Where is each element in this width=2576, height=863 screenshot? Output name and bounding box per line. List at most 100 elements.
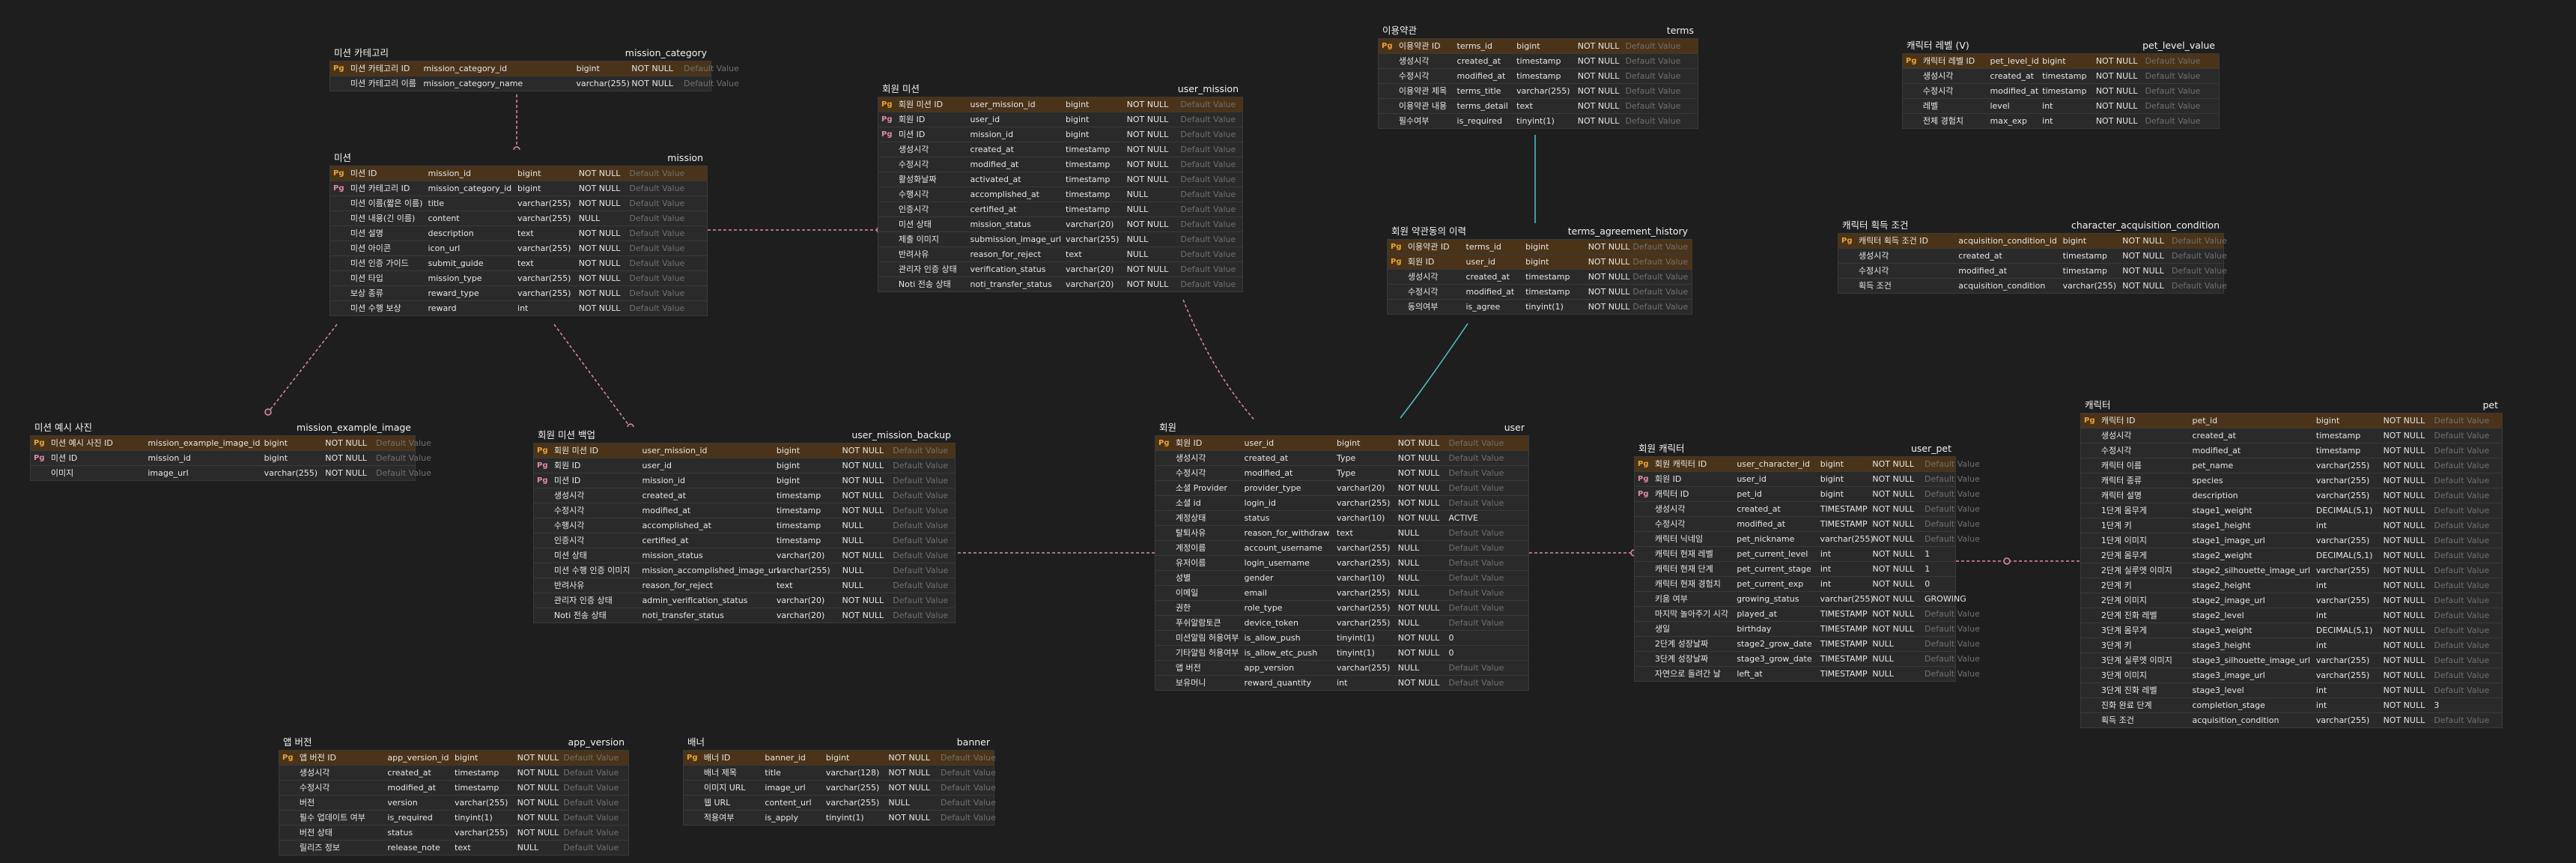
table-row[interactable]: 3단계 이미지stage3_image_urlvarchar(255)NOT N… <box>2081 668 2502 683</box>
table-row[interactable]: 미션 인증 가이드submit_guidetextNOT NULLDefault… <box>330 256 707 271</box>
table-row[interactable]: Pg미션 예시 사진 IDmission_example_image_idbig… <box>31 436 431 451</box>
table-row[interactable]: Pg회원 IDuser_idbigintNOT NULLDefault Valu… <box>1388 255 1692 270</box>
table-mission[interactable]: 미션missionPg미션 IDmission_idbigintNOT NULL… <box>329 150 708 316</box>
table-row[interactable]: 자연으로 돌려간 날left_atTIMESTAMPNULLDefault Va… <box>1635 667 1980 681</box>
table-row[interactable]: 권한role_typevarchar(255)NOT NULLDefault V… <box>1155 601 1528 616</box>
table-row[interactable]: 유저이름login_usernamevarchar(255)NULLDefaul… <box>1155 556 1528 571</box>
table-row[interactable]: Noti 전송 상태noti_transfer_statusvarchar(20… <box>878 277 1242 291</box>
table-row[interactable]: Pg앱 버전 IDapp_version_idbigintNOT NULLDef… <box>279 751 628 766</box>
table-row[interactable]: 이미지 URLimage_urlvarchar(255)NOT NULLDefa… <box>684 781 996 796</box>
table-row[interactable]: 미션 수행 인증 이미지mission_accomplished_image_u… <box>534 563 955 578</box>
table-row[interactable]: 수정시각modified_atTIMESTAMPNOT NULLDefault … <box>1635 517 1980 532</box>
table-row[interactable]: 보상 종류reward_typevarchar(255)NOT NULLDefa… <box>330 286 707 301</box>
table-row[interactable]: 릴리즈 정보release_notetextNULLDefault Value <box>279 841 628 855</box>
table-pet-level-value[interactable]: 캐릭터 레벨 (V)pet_level_valuePg캐릭터 레벨 IDpet_… <box>1902 37 2220 129</box>
table-row[interactable]: Pg미션 IDmission_idbigintNOT NULLDefault V… <box>878 127 1242 142</box>
table-row[interactable]: Pg캐릭터 IDpet_idbigintNOT NULLDefault Valu… <box>1635 487 1980 502</box>
table-row[interactable]: Pg캐릭터 획득 조건 IDacquisition_condition_idbi… <box>1838 234 2227 249</box>
table-row[interactable]: 미션 아이콘icon_urlvarchar(255)NOT NULLDefaul… <box>330 241 707 256</box>
table-row[interactable]: 버전versionvarchar(255)NOT NULLDefault Val… <box>279 796 628 811</box>
table-row[interactable]: 수정시각modified_attimestampNOT NULLDefault … <box>2081 443 2502 458</box>
table-row[interactable]: 수행시각accomplished_attimestampNULLDefault … <box>878 187 1242 202</box>
table-row[interactable]: 캐릭터 종류speciesvarchar(255)NOT NULLDefault… <box>2081 473 2502 488</box>
table-row[interactable]: 미션 상태mission_statusvarchar(20)NOT NULLDe… <box>534 548 955 563</box>
table-row[interactable]: Pg이용약관 IDterms_idbigintNOT NULLDefault V… <box>1379 39 1698 54</box>
table-row[interactable]: Pg미션 IDmission_idbigintNOT NULLDefault V… <box>534 473 955 488</box>
table-row[interactable]: 수행시각accomplished_attimestampNULLDefault … <box>534 518 955 533</box>
table-row[interactable]: 2단계 이미지stage2_image_urlvarchar(255)NOT N… <box>2081 593 2502 608</box>
table-row[interactable]: 미션 상태mission_statusvarchar(20)NOT NULLDe… <box>878 217 1242 232</box>
table-row[interactable]: 계정이름account_usernamevarchar(255)NULLDefa… <box>1155 541 1528 556</box>
table-row[interactable]: 생일birthdayTIMESTAMPNOT NULLDefault Value <box>1635 622 1980 637</box>
table-row[interactable]: 3단계 실루엣 이미지stage3_silhouette_image_urlva… <box>2081 653 2502 668</box>
table-row[interactable]: Pg회원 캐릭터 IDuser_character_idbigintNOT NU… <box>1635 457 1980 472</box>
table-row[interactable]: 푸쉬알람토큰device_tokenvarchar(255)NULLDefaul… <box>1155 616 1528 631</box>
table-pet[interactable]: 캐릭터petPg캐릭터 IDpet_idbigintNOT NULLDefaul… <box>2080 397 2503 728</box>
table-mission-category[interactable]: 미션 카테고리mission_categoryPg미션 카테고리 IDmissi… <box>329 45 739 91</box>
table-row[interactable]: 버전 상태statusvarchar(255)NOT NULLDefault V… <box>279 826 628 841</box>
table-row[interactable]: 3단계 몸무게stage3_weightDECIMAL(5,1)NOT NULL… <box>2081 623 2502 638</box>
table-row[interactable]: 생성시각created_attimestampNOT NULLDefault V… <box>1388 270 1692 285</box>
table-row[interactable]: Pg회원 IDuser_idbigintNOT NULLDefault Valu… <box>534 458 955 473</box>
table-row[interactable]: 2단계 진화 레벨stage2_levelintNOT NULLDefault … <box>2081 608 2502 623</box>
table-row[interactable]: 마지막 놀아주기 시각played_atTIMESTAMPNOT NULLDef… <box>1635 607 1980 622</box>
table-mission-example-image[interactable]: 미션 예시 사진mission_example_imagePg미션 예시 사진 … <box>30 420 431 481</box>
table-row[interactable]: 수정시각modified_attimestampNOT NULLDefault … <box>1838 264 2227 279</box>
table-row[interactable]: Pg회원 IDuser_idbigintNOT NULLDefault Valu… <box>1155 436 1528 451</box>
table-row[interactable]: 캐릭터 닉네임pet_nicknamevarchar(255)NOT NULLD… <box>1635 532 1980 547</box>
table-row[interactable]: 미션알림 허용여부is_allow_pushtinyint(1)NOT NULL… <box>1155 631 1528 646</box>
table-user-mission[interactable]: 회원 미션user_missionPg회원 미션 IDuser_mission_… <box>878 81 1243 292</box>
table-row[interactable]: 이용약관 제목terms_titlevarchar(255)NOT NULLDe… <box>1379 84 1698 99</box>
table-row[interactable]: 기타알림 허용여부is_allow_etc_pushtinyint(1)NOT … <box>1155 646 1528 661</box>
table-row[interactable]: 1단계 키stage1_heightintNOT NULLDefault Val… <box>2081 518 2502 533</box>
table-row[interactable]: 탈퇴사유reason_for_withdrawtextNULLDefault V… <box>1155 526 1528 541</box>
table-row[interactable]: 2단계 몸무게stage2_weightDECIMAL(5,1)NOT NULL… <box>2081 548 2502 563</box>
table-app-version[interactable]: 앱 버전app_versionPg앱 버전 IDapp_version_idbi… <box>279 734 629 856</box>
table-row[interactable]: 1단계 이미지stage1_image_urlvarchar(255)NOT N… <box>2081 533 2502 548</box>
table-terms[interactable]: 이용약관termsPg이용약관 IDterms_idbigintNOT NULL… <box>1378 22 1698 129</box>
table-row[interactable]: 배너 제목titlevarchar(128)NOT NULLDefault Va… <box>684 766 996 781</box>
table-row[interactable]: 이미지image_urlvarchar(255)NOT NULLDefault … <box>31 466 431 480</box>
table-row[interactable]: 생성시각created_attimestampNOT NULLDefault V… <box>1903 69 2219 84</box>
table-terms-agreement-history[interactable]: 회원 약관동의 이력terms_agreement_historyPg이용약관 … <box>1387 223 1692 315</box>
table-row[interactable]: Pg미션 카테고리 IDmission_category_idbigintNOT… <box>330 181 707 196</box>
table-row[interactable]: Pg캐릭터 IDpet_idbigintNOT NULLDefault Valu… <box>2081 414 2502 429</box>
table-row[interactable]: 필수 업데이트 여부is_requiredtinyint(1)NOT NULLD… <box>279 811 628 826</box>
table-row[interactable]: 수정시각modified_attimestampNOT NULLDefault … <box>279 781 628 796</box>
table-row[interactable]: 캐릭터 설명descriptionvarchar(255)NOT NULLDef… <box>2081 488 2502 503</box>
table-row[interactable]: 계정상태statusvarchar(10)NOT NULLACTIVE <box>1155 511 1528 526</box>
table-row[interactable]: Pg회원 미션 IDuser_mission_idbigintNOT NULLD… <box>878 97 1242 112</box>
table-row[interactable]: 수정시각modified_attimestampNOT NULLDefault … <box>1903 84 2219 99</box>
table-row[interactable]: 반려사유reason_for_rejecttextNULLDefault Val… <box>534 578 955 593</box>
table-banner[interactable]: 배너bannerPg배너 IDbanner_idbigintNOT NULLDe… <box>683 734 996 826</box>
table-row[interactable]: 전체 경험치max_expintNOT NULLDefault Value <box>1903 114 2219 128</box>
table-row[interactable]: 미션 내용(긴 이름)contentvarchar(255)NULLDefaul… <box>330 211 707 226</box>
table-row[interactable]: 생성시각created_attimestampNOT NULLDefault V… <box>534 488 955 503</box>
table-row[interactable]: 수정시각modified_attimestampNOT NULLDefault … <box>1379 69 1698 84</box>
table-row[interactable]: 레벨levelintNOT NULLDefault Value <box>1903 99 2219 114</box>
table-row[interactable]: 2단계 키stage2_heightintNOT NULLDefault Val… <box>2081 578 2502 593</box>
table-row[interactable]: Pg회원 IDuser_idbigintNOT NULLDefault Valu… <box>878 112 1242 127</box>
table-row[interactable]: 인증시각certified_attimestampNULLDefault Val… <box>878 202 1242 217</box>
table-row[interactable]: 캐릭터 이름pet_namevarchar(255)NOT NULLDefaul… <box>2081 458 2502 473</box>
table-row[interactable]: 보유머니reward_quantityintNOT NULLDefault Va… <box>1155 676 1528 690</box>
table-row[interactable]: 미션 이름(짧은 이름)titlevarchar(255)NOT NULLDef… <box>330 196 707 211</box>
table-row[interactable]: Pg회원 IDuser_idbigintNOT NULLDefault Valu… <box>1635 472 1980 487</box>
table-row[interactable]: 3단계 성장날짜stage3_grow_dateTIMESTAMPNULLDef… <box>1635 652 1980 667</box>
table-row[interactable]: 생성시각created_atTIMESTAMPNOT NULLDefault V… <box>1635 502 1980 517</box>
table-row[interactable]: 3단계 진화 레벨stage3_levelintNOT NULLDefault … <box>2081 683 2502 698</box>
table-row[interactable]: 관리자 인증 상태verification_statusvarchar(20)N… <box>878 262 1242 277</box>
table-row[interactable]: 수정시각modified_atTypeNOT NULLDefault Value <box>1155 466 1528 481</box>
table-user-pet[interactable]: 회원 캐릭터user_petPg회원 캐릭터 IDuser_character_… <box>1634 440 1980 682</box>
table-row[interactable]: 제출 이미지submission_image_urlvarchar(255)NU… <box>878 232 1242 247</box>
table-row[interactable]: 캐릭터 현재 단계pet_current_stageintNOT NULL1 <box>1635 562 1955 577</box>
table-row[interactable]: 캐릭터 현재 레벨pet_current_levelintNOT NULL1 <box>1635 547 1955 562</box>
table-row[interactable]: 적용여부is_applytinyint(1)NOT NULLDefault Va… <box>684 811 996 825</box>
table-user-mission-backup[interactable]: 회원 미션 백업user_mission_backupPg회원 미션 IDuse… <box>533 427 956 623</box>
table-row[interactable]: 미션 설명descriptiontextNOT NULLDefault Valu… <box>330 226 707 241</box>
table-row[interactable]: 수정시각modified_attimestampNOT NULLDefault … <box>878 157 1242 172</box>
table-row[interactable]: 앱 버전app_versionvarchar(255)NULLDefault V… <box>1155 661 1528 676</box>
table-row[interactable]: Pg캐릭터 레벨 IDpet_level_idbigintNOT NULLDef… <box>1903 54 2219 69</box>
table-row[interactable]: Pg회원 미션 IDuser_mission_idbigintNOT NULLD… <box>534 443 955 458</box>
table-row[interactable]: Pg미션 카테고리 IDmission_category_idbigintNOT… <box>330 61 739 76</box>
